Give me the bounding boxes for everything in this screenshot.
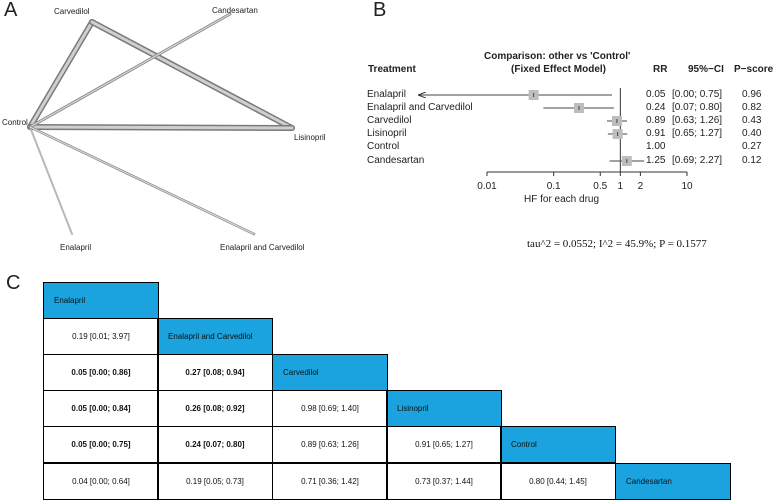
league-diagonal-cell: Carvedilol (272, 354, 388, 391)
league-cell: 0.05 [0.00; 0.84] (43, 390, 159, 427)
node-label-carvedilol: Carvedilol (54, 7, 90, 16)
forest-row-pscore: 0.43 (742, 115, 762, 126)
league-cell: 0.27 [0.08; 0.94] (157, 354, 273, 391)
forest-tick-label: 0.1 (547, 181, 561, 192)
forest-row-pscore: 0.40 (742, 128, 762, 139)
league-diagonal-cell: Enalapril (43, 282, 159, 319)
league-cell: 0.19 [0.05; 0.73] (157, 463, 273, 500)
forest-row-ci: [0.65; 1.27] (672, 128, 723, 139)
forest-tick-label: 10 (681, 181, 693, 192)
forest-row-ci: [0.00; 0.75] (672, 89, 723, 100)
league-cell: 0.89 [0.63; 1.26] (272, 426, 388, 463)
forest-axis-title: HF for each drug (524, 194, 600, 205)
league-cell: 0.91 [0.65; 1.27] (386, 426, 502, 463)
forest-col-ci: 95%−CI (688, 64, 724, 75)
forest-row-pscore: 0.27 (742, 141, 762, 152)
league-cell: 0.26 [0.08; 0.92] (157, 390, 273, 427)
forest-row-rr: 1.25 (646, 155, 666, 166)
forest-row-pscore: 0.96 (742, 89, 762, 100)
league-cell: 0.05 [0.00; 0.86] (43, 354, 159, 391)
league-cell: 0.80 [0.44; 1.45] (500, 463, 616, 500)
forest-row-treatment: Enalapril and Carvedilol (367, 102, 473, 113)
forest-row-ci: [0.63; 1.26] (672, 115, 723, 126)
panel-label-c: C (6, 272, 21, 294)
forest-row-pscore: 0.12 (742, 155, 762, 166)
league-diagonal-cell: Enalapril and Carvedilol (157, 318, 273, 355)
forest-col-pscore: P−score (734, 64, 774, 75)
forest-col-treatment: Treatment (368, 64, 416, 75)
forest-row-rr: 0.89 (646, 115, 666, 126)
forest-tick-label: 0.01 (477, 181, 497, 192)
forest-header-model: (Fixed Effect Model) (511, 64, 607, 75)
node-label-control: Control (2, 118, 28, 127)
edge-control-enalapril (29, 126, 73, 235)
node-label-enalapril-carvedilol: Enalapril and Carvedilol (220, 243, 305, 252)
edge-control-lisinopril-inner (28, 125, 294, 130)
heterogeneity-stats: tau^2 = 0.0552; I^2 = 45.9%; P = 0.1577 (527, 238, 707, 250)
edge-control-carvedilol-inner (28, 20, 94, 129)
forest-tick-label: 0.5 (593, 181, 607, 192)
edge-carvedilol-lisinopril-inner (90, 20, 294, 130)
forest-row-treatment: Candesartan (367, 155, 425, 166)
forest-row-treatment: Enalapril (367, 89, 406, 100)
forest-row-rr: 1.00 (646, 141, 666, 152)
forest-row-ci: [0.07; 0.80] (672, 102, 723, 113)
league-cell: 0.19 [0.01; 3.97] (43, 318, 159, 355)
league-cell: 0.73 [0.37; 1.44] (386, 463, 502, 500)
league-cell: 0.24 [0.07; 0.80] (157, 426, 273, 463)
league-diagonal-cell: Lisinopril (386, 390, 502, 427)
node-label-candesartan: Candesartan (212, 6, 258, 15)
forest-row-treatment: Carvedilol (367, 115, 412, 126)
network-graph (27, 12, 295, 236)
forest-row-rr: 0.05 (646, 89, 666, 100)
league-cell: 0.98 [0.69; 1.40] (272, 390, 388, 427)
forest-tick-label: 2 (638, 181, 644, 192)
forest-row-treatment: Control (367, 141, 400, 152)
edge-control-candesartan-inner (29, 13, 231, 128)
league-diagonal-cell: Candesartan (615, 463, 731, 500)
node-label-enalapril: Enalapril (60, 243, 92, 252)
forest-row-rr: 0.24 (646, 102, 666, 113)
node-label-lisinopril: Lisinopril (294, 133, 326, 142)
panel-label-b: B (373, 0, 387, 21)
edge-control-enalapril-carvedilol-inner (29, 126, 255, 235)
forest-tick-label: 1 (618, 181, 624, 192)
forest-row-treatment: Lisinopril (367, 128, 407, 139)
forest-header-comparison: Comparison: other vs 'Control' (484, 51, 631, 62)
forest-row-pscore: 0.82 (742, 102, 762, 113)
league-cell: 0.04 [0.00; 0.64] (43, 463, 159, 500)
forest-col-rr: RR (653, 64, 668, 75)
panel-label-a: A (4, 0, 18, 21)
forest-row-rr: 0.91 (646, 128, 666, 139)
network-edges (27, 12, 295, 236)
league-diagonal-cell: Control (500, 426, 616, 463)
forest-plot: 0.01 0.1 0.5 1 2 10 (0, 88, 693, 192)
league-cell: 0.71 [0.36; 1.42] (272, 463, 388, 500)
forest-row-ci: [0.69; 2.27] (672, 155, 723, 166)
league-cell: 0.05 [0.00; 0.75] (43, 426, 159, 463)
